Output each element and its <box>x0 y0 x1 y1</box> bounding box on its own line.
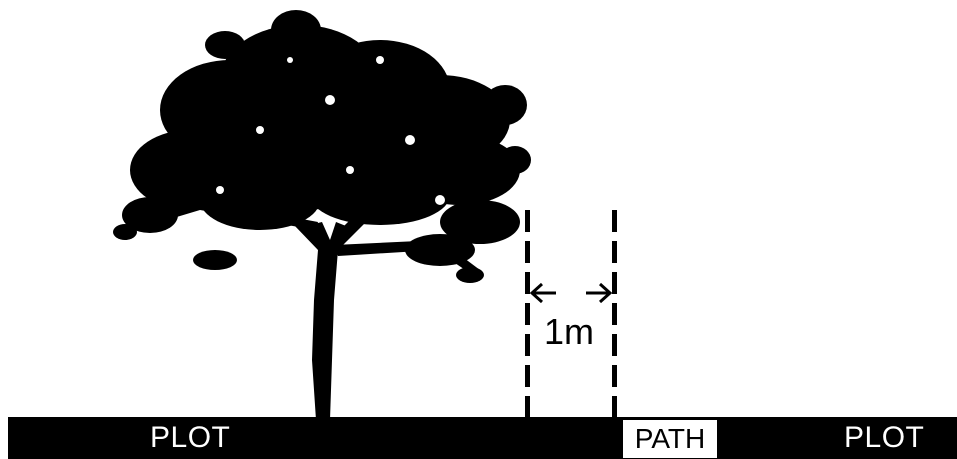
distance-label: 1m <box>544 311 595 352</box>
dashed-line-left <box>525 210 530 417</box>
path-label: PATH <box>622 419 718 459</box>
arrow-left-icon <box>529 282 556 304</box>
ground-bar <box>8 417 957 459</box>
arrow-right-icon <box>586 282 613 304</box>
dashed-line-right <box>612 210 617 417</box>
plot-label-right: PLOT <box>844 421 925 454</box>
plot-label-left: PLOT <box>150 421 231 454</box>
